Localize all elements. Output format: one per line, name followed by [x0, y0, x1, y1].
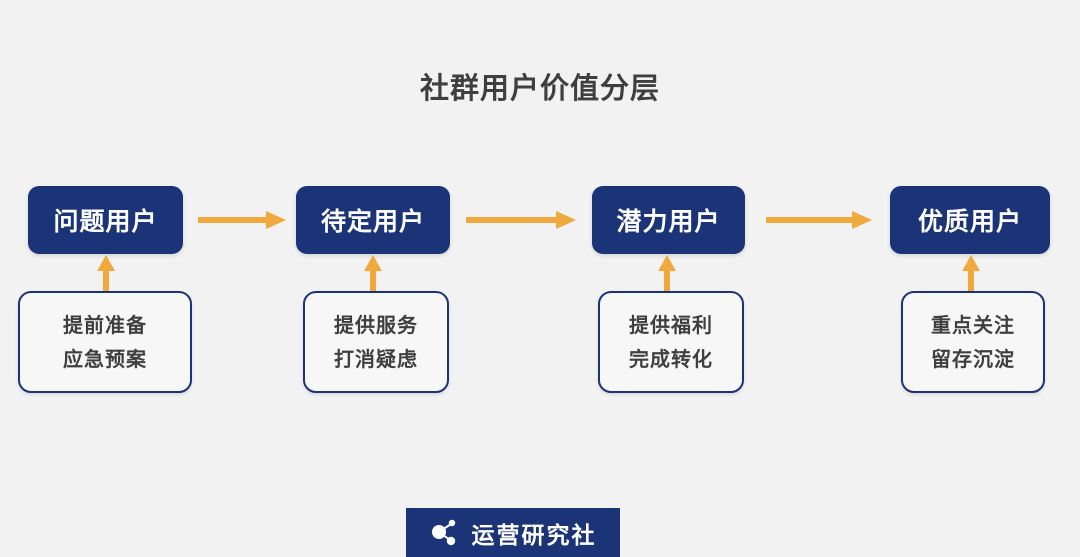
stage-label-4: 优质用户	[917, 207, 1022, 236]
stage-box-1[interactable]: 问题用户	[28, 186, 183, 254]
action-line-4-1: 重点关注	[931, 313, 1015, 337]
arrow-up-icon-4	[962, 255, 980, 293]
footer-logo-bar: 运营研究社	[406, 508, 620, 557]
footer-logo-text: 运营研究社	[471, 522, 597, 549]
action-line-1-1: 提前准备	[63, 313, 147, 337]
action-box-4[interactable]: 重点关注 留存沉淀	[901, 291, 1045, 393]
action-line-2-1: 提供服务	[334, 313, 418, 337]
arrow-up-icon-2	[364, 255, 382, 293]
node-network-icon	[431, 519, 455, 545]
arrow-up-icon-3	[658, 255, 676, 293]
action-line-3-1: 提供福利	[629, 313, 713, 337]
stage-label-1: 问题用户	[53, 207, 158, 236]
page-title: 社群用户价值分层	[419, 71, 660, 105]
action-line-4-2: 留存沉淀	[931, 347, 1015, 371]
action-box-2[interactable]: 提供服务 打消疑虑	[303, 291, 449, 393]
action-line-2-2: 打消疑虑	[334, 347, 418, 371]
arrow-right-icon-1	[198, 211, 286, 229]
stage-box-4[interactable]: 优质用户	[890, 186, 1050, 254]
action-box-1[interactable]: 提前准备 应急预案	[18, 291, 192, 393]
arrow-right-icon-3	[766, 211, 872, 229]
stage-box-2[interactable]: 待定用户	[296, 186, 450, 254]
stage-label-2: 待定用户	[320, 207, 425, 236]
stage-label-3: 潜力用户	[616, 207, 721, 236]
arrow-up-icon-1	[97, 255, 115, 293]
stage-box-3[interactable]: 潜力用户	[592, 186, 745, 254]
arrow-right-icon-2	[466, 211, 576, 229]
action-line-3-2: 完成转化	[629, 347, 713, 371]
action-line-1-2: 应急预案	[63, 347, 147, 371]
action-box-3[interactable]: 提供福利 完成转化	[598, 291, 744, 393]
